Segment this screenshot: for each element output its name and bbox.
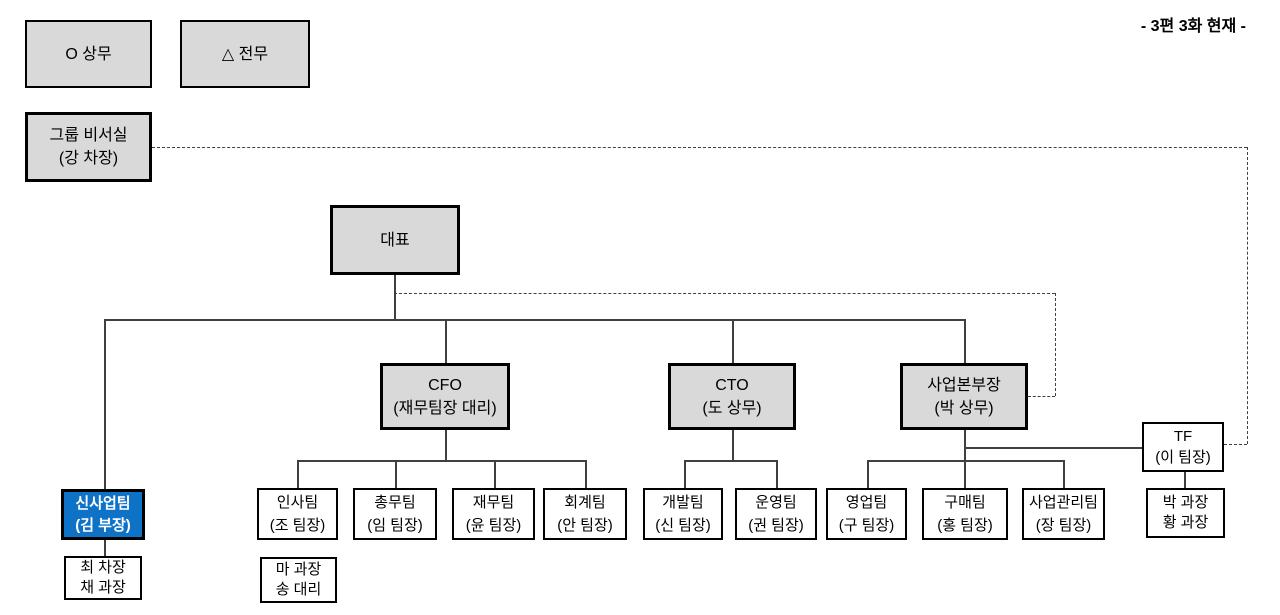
connector-accounting-drop bbox=[585, 460, 587, 488]
connector-newbiz-drop bbox=[104, 319, 106, 489]
node-biz-mgmt-label: 사업관리팀 bbox=[1028, 494, 1098, 511]
connector-cfo-drop bbox=[445, 319, 447, 363]
node-new-biz-label: 신사업팀 bbox=[75, 494, 131, 512]
node-accounting-label: 회계팀 bbox=[564, 494, 606, 511]
node-hr-members-line1: 마 과장 bbox=[275, 561, 322, 578]
dashed-ceo-vertical bbox=[1055, 293, 1056, 396]
connector-dev-drop bbox=[684, 460, 686, 488]
node-ops-label: 운영팀 bbox=[755, 494, 797, 511]
node-new-biz-members-line2: 채 과장 bbox=[80, 579, 126, 596]
connector-general-drop bbox=[395, 460, 397, 488]
node-dev: 개발팀 (신 팀장) bbox=[643, 488, 723, 540]
node-tf-label: TF bbox=[1173, 428, 1193, 445]
node-new-biz-members: 최 차장 채 과장 bbox=[64, 556, 142, 600]
connector-hr-drop bbox=[297, 460, 299, 488]
node-purchase-sublabel: (홍 팀장) bbox=[937, 517, 993, 534]
node-biz-head: 사업본부장 (박 상무) bbox=[900, 363, 1028, 430]
connector-purchase-drop bbox=[964, 460, 966, 488]
connector-finance-drop bbox=[494, 460, 496, 488]
dashed-right-vertical bbox=[1247, 147, 1248, 444]
node-tf-members: 박 과장 황 과장 bbox=[1146, 488, 1225, 538]
node-hr-members-line2: 송 대리 bbox=[275, 581, 322, 598]
node-finance: 재무팀 (윤 팀장) bbox=[452, 488, 535, 540]
node-tf: TF (이 팀장) bbox=[1142, 422, 1224, 472]
legend-sangmu: O 상무 bbox=[25, 20, 152, 88]
node-hr-label: 인사팀 bbox=[276, 494, 319, 511]
dashed-bizhead-horizontal bbox=[1028, 396, 1055, 397]
node-sales-label: 영업팀 bbox=[845, 494, 888, 511]
node-ops: 운영팀 (권 팀장) bbox=[735, 488, 817, 540]
connector-bizmgmt-drop bbox=[1063, 460, 1065, 488]
legend-sangmu-label: O 상무 bbox=[65, 45, 112, 63]
node-hr: 인사팀 (조 팀장) bbox=[257, 488, 338, 540]
connector-main-horizontal bbox=[104, 319, 964, 321]
node-sales-sublabel: (구 팀장) bbox=[838, 517, 895, 534]
node-tf-members-line2: 황 과장 bbox=[1162, 514, 1209, 531]
node-cfo-sublabel: (재무팀장 대리) bbox=[393, 399, 497, 417]
node-new-biz-sublabel: (김 부장) bbox=[75, 516, 131, 534]
node-secretariat: 그룹 비서실 (강 차장) bbox=[25, 112, 152, 182]
node-hr-sublabel: (조 팀장) bbox=[269, 517, 326, 534]
node-ceo-label: 대표 bbox=[380, 231, 410, 249]
node-finance-label: 재무팀 bbox=[472, 494, 515, 511]
connector-cto-drop bbox=[732, 319, 734, 363]
node-accounting-sublabel: (안 팀장) bbox=[557, 517, 613, 534]
node-new-biz-members-line1: 최 차장 bbox=[80, 559, 126, 576]
connector-cto-stem bbox=[732, 430, 734, 460]
node-purchase-label: 구매팀 bbox=[944, 494, 986, 511]
legend-jeonmu-label: △ 전무 bbox=[221, 45, 269, 63]
node-cfo: CFO (재무팀장 대리) bbox=[380, 363, 510, 430]
connector-ops-drop bbox=[776, 460, 778, 488]
node-new-biz: 신사업팀 (김 부장) bbox=[61, 489, 145, 540]
node-hr-members: 마 과장 송 대리 bbox=[260, 557, 337, 603]
connector-bizhead-stem bbox=[964, 430, 966, 460]
node-general-affairs-label: 총무팀 bbox=[374, 494, 416, 511]
node-cto: CTO (도 상무) bbox=[668, 363, 796, 430]
dashed-secretariat-horizontal bbox=[152, 147, 1247, 148]
connector-bizhead-drop bbox=[964, 319, 966, 363]
legend-jeonmu: △ 전무 bbox=[180, 20, 310, 88]
node-dev-label: 개발팀 bbox=[662, 494, 704, 511]
node-tf-sublabel: (이 팀장) bbox=[1155, 449, 1211, 466]
node-tf-members-line1: 박 과장 bbox=[1162, 494, 1209, 511]
episode-annotation: - 3편 3화 현재 - bbox=[1140, 18, 1246, 35]
node-biz-mgmt-sublabel: (장 팀장) bbox=[1035, 517, 1092, 534]
node-general-affairs-sublabel: (임 팀장) bbox=[367, 517, 423, 534]
node-biz-head-label: 사업본부장 bbox=[927, 376, 1001, 394]
node-general-affairs: 총무팀 (임 팀장) bbox=[353, 488, 437, 540]
node-secretariat-label: 그룹 비서실 bbox=[49, 127, 128, 144]
connector-ceo-stem bbox=[394, 275, 396, 319]
node-dev-sublabel: (신 팀장) bbox=[655, 517, 711, 534]
connector-cfo-children bbox=[297, 460, 585, 462]
node-accounting: 회계팀 (안 팀장) bbox=[543, 488, 627, 540]
node-biz-head-sublabel: (박 상무) bbox=[934, 399, 994, 417]
node-biz-mgmt: 사업관리팀 (장 팀장) bbox=[1022, 488, 1105, 540]
dashed-tf-horizontal bbox=[1224, 444, 1247, 445]
node-sales: 영업팀 (구 팀장) bbox=[826, 488, 907, 540]
node-cto-sublabel: (도 상무) bbox=[702, 399, 762, 417]
node-purchase: 구매팀 (홍 팀장) bbox=[922, 488, 1008, 540]
connector-tf-stem bbox=[1184, 472, 1186, 488]
node-finance-sublabel: (윤 팀장) bbox=[465, 517, 522, 534]
node-ceo: 대표 bbox=[330, 205, 460, 275]
dashed-ceo-horizontal bbox=[394, 293, 1055, 294]
connector-newbiz-stem bbox=[104, 540, 106, 556]
connector-cto-children bbox=[684, 460, 776, 462]
node-secretariat-sublabel: (강 차장) bbox=[58, 150, 119, 167]
connector-cfo-stem bbox=[445, 430, 447, 460]
node-ops-sublabel: (권 팀장) bbox=[748, 517, 804, 534]
node-cfo-label: CFO bbox=[428, 376, 462, 394]
connector-sales-drop bbox=[867, 460, 869, 488]
connector-tf-branch bbox=[964, 447, 1142, 449]
node-cto-label: CTO bbox=[715, 376, 749, 394]
